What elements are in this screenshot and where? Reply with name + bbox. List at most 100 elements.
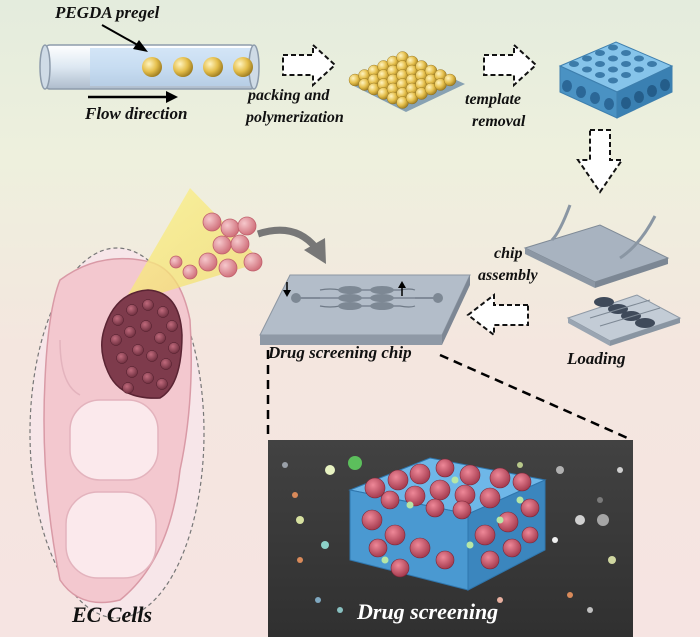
tumor-spheroid (429, 479, 451, 501)
drug-particle (406, 501, 414, 509)
tumor-cell (116, 352, 128, 364)
drug-screening-chip (259, 274, 471, 345)
tumor-spheroid (521, 526, 539, 544)
drug-particle (575, 515, 585, 525)
drug-particle (567, 592, 573, 598)
scaffold-pore (647, 85, 657, 97)
pregel-droplet (203, 57, 223, 77)
pregel-droplet (173, 57, 193, 77)
scaffold-pore (595, 72, 605, 78)
loading-label: Loading (567, 349, 626, 368)
dashed-arrow-left (466, 292, 529, 338)
chip-label: chip (494, 245, 523, 262)
tumor-spheroid (390, 558, 410, 578)
tumor-spheroid (479, 487, 501, 509)
capillary-tube (39, 44, 260, 90)
scaffold-pore (621, 97, 631, 109)
scaffold-pore (621, 72, 631, 78)
tumor-cell (140, 320, 152, 332)
scaffold-pore (582, 66, 592, 73)
dashed-arrow-right (483, 42, 538, 88)
curved-arrow (256, 226, 326, 264)
drug-particle (556, 466, 564, 474)
drug-particle (587, 607, 593, 613)
tumor-spheroid (409, 537, 431, 559)
inverse-opal-scaffold (558, 41, 674, 119)
tumor-cell (142, 299, 154, 311)
drug-screening-panel (268, 440, 633, 637)
tumor-spheroid (435, 550, 455, 570)
tumor-cell (122, 382, 134, 394)
tumor-spheroid (474, 524, 496, 546)
scaffold-pore (595, 50, 605, 56)
tumor-spheroid (380, 490, 400, 510)
flow-direction-label: Flow direction (85, 104, 188, 123)
scaffold-pore (595, 61, 605, 67)
tumor-spheroid (459, 464, 481, 486)
template-label: template (465, 91, 521, 108)
drug-particle (297, 557, 303, 563)
drug-particle (496, 516, 504, 524)
packed-bead-array (348, 51, 465, 112)
tumor-cell (132, 344, 144, 356)
packing-label: packing and (248, 87, 330, 104)
scaffold-pore (621, 61, 631, 67)
tumor-cell (166, 320, 178, 332)
drug-particle (517, 462, 523, 468)
scaffold-pore (634, 66, 644, 73)
tumor-cell (160, 358, 172, 370)
drug-particle (348, 456, 362, 470)
tumor-spheroid (452, 500, 472, 520)
tumor-cell (146, 350, 158, 362)
cancer-cell-cluster (169, 212, 263, 280)
drug-particle (597, 497, 603, 503)
packed-bead (443, 73, 457, 87)
drug-particle (282, 462, 288, 468)
drug-particle (552, 537, 558, 543)
drug-particle (516, 496, 524, 504)
drug-particle (296, 516, 304, 524)
tumor-spheroid (502, 538, 522, 558)
scaffold-pore (647, 61, 657, 67)
pregel-droplet (233, 57, 253, 77)
scaffold-pore (608, 77, 618, 84)
tumor-cell (157, 306, 169, 318)
tumor-spheroid (480, 550, 500, 570)
drug-particle (321, 541, 329, 549)
tumor-spheroid (489, 467, 511, 489)
zoom-guide-lines (266, 350, 633, 442)
scaffold-pore (621, 50, 631, 56)
tumor-cell (168, 342, 180, 354)
tumor-spheroid (387, 469, 409, 491)
tumor-cell (110, 334, 122, 346)
tumor-cell (124, 326, 136, 338)
drug-particle (597, 514, 609, 526)
scaffold-pore (660, 79, 670, 91)
drug-particle (451, 476, 459, 484)
pregel-droplet (142, 57, 162, 77)
flow-direction-arrow (88, 91, 178, 103)
drug-screening-chip-label: Drug screening chip (268, 343, 412, 362)
chip-assembly-parts (523, 204, 682, 346)
tumor-spheroid (404, 485, 426, 507)
drug-particle (325, 465, 335, 475)
dashed-arrow-right (282, 42, 337, 88)
removal-label: removal (472, 113, 526, 130)
scaffold-pore (608, 55, 618, 62)
tumor-spheroid (520, 498, 540, 518)
pregel-label: PEGDA pregel (55, 3, 160, 22)
scaffold-pore (608, 66, 618, 73)
scaffold-pore (562, 80, 572, 92)
scaffold-pore (634, 55, 644, 62)
tumor-spheroid (364, 477, 386, 499)
drug-particle (292, 492, 298, 498)
tumor-spheroid (512, 472, 532, 492)
drug-particle (466, 541, 474, 549)
tumor-cell (154, 332, 166, 344)
tumor-cell (112, 314, 124, 326)
assembly-label: assembly (478, 267, 538, 284)
colon-illustration (29, 188, 262, 619)
tumor-spheroid (425, 498, 445, 518)
magnification-cone (122, 188, 262, 305)
